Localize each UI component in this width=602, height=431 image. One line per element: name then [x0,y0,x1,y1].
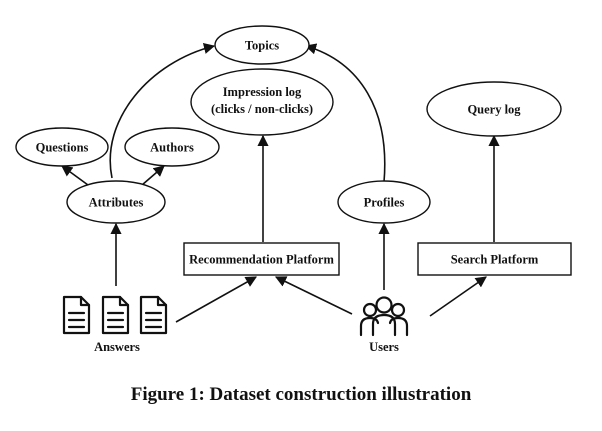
edge-attributes-to-authors [141,165,165,186]
questions-label: Questions [36,141,89,155]
document-icon [62,295,91,335]
figure-caption: Figure 1: Dataset construction illustrat… [131,384,472,405]
answers-label: Answers [94,340,140,354]
impression-log-label-line2: (clicks / non-clicks) [211,102,313,116]
edge-attributes-to-questions [61,165,89,186]
search-platform-node: Search Platform [417,242,572,276]
attributes-label: Attributes [89,196,144,210]
users-group-icon [359,296,409,337]
edge-users-to-search [429,276,487,317]
authors-label: Authors [150,141,194,155]
query-log-label: Query log [467,103,521,117]
edge-answers-to-recommendation [175,276,257,323]
search-platform-label: Search Platform [451,253,539,267]
impression-log-node: Impression log (clicks / non-clicks) [190,68,334,136]
document-icon [139,295,168,335]
questions-node: Questions [15,127,109,167]
edge-profiles-to-topics [304,43,386,183]
recommendation-platform-label: Recommendation Platform [189,253,334,267]
recommendation-platform-node: Recommendation Platform [183,242,340,276]
topics-node: Topics [214,25,310,65]
edge-users-to-recommendation [274,276,353,315]
profiles-node: Profiles [337,180,431,224]
attributes-node: Attributes [66,180,166,224]
query-log-node: Query log [426,81,562,137]
impression-log-label-line1: Impression log [223,85,302,99]
profiles-label: Profiles [364,196,405,210]
users-label: Users [369,340,399,354]
authors-node: Authors [124,127,220,167]
edge-attributes-to-topics [109,43,216,179]
answers-group: Answers [62,295,168,354]
document-icon [101,295,130,335]
topics-label: Topics [245,39,279,53]
users-group: Users [359,296,409,354]
